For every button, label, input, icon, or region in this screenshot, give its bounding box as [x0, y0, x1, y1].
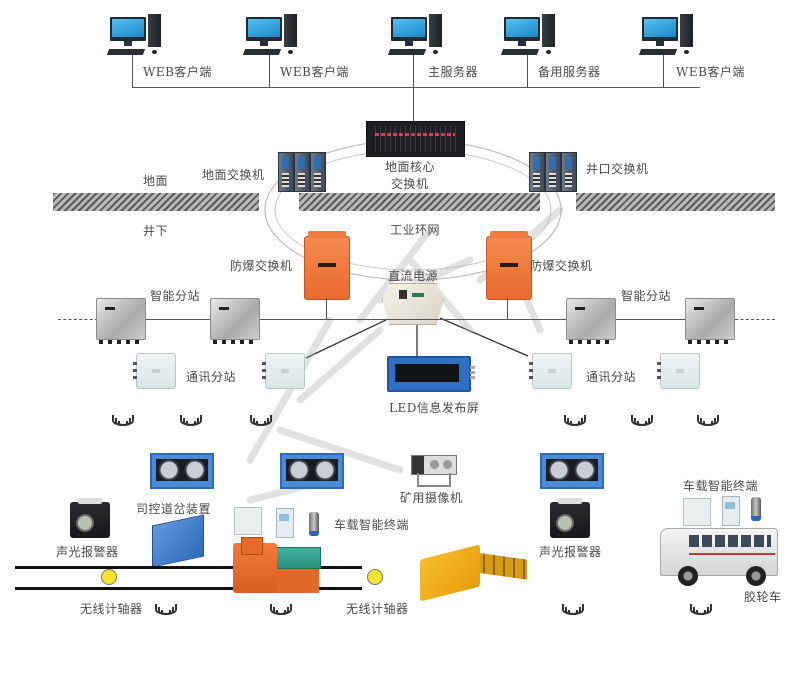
- axle-counter-left-label: 无线计轴器: [80, 602, 143, 616]
- sound-light-alarm-right: [550, 498, 590, 538]
- smart-substation: [685, 298, 735, 344]
- mine-camera: [411, 455, 457, 487]
- signal-light: [280, 453, 344, 489]
- smart-substation: [96, 298, 146, 344]
- smart-substation: [566, 298, 616, 344]
- vehicle-terminal-sensor: [309, 512, 319, 536]
- alarm-right-label: 声光报警器: [539, 545, 602, 559]
- alarm-left-label: 声光报警器: [56, 545, 119, 559]
- drop-line-3: [413, 55, 414, 121]
- comm-substation: [133, 353, 176, 389]
- shaft-switch-module: [561, 152, 577, 192]
- comm-substation: [262, 353, 305, 389]
- shaft-switch-label: 井口交换机: [586, 162, 649, 176]
- ground-core-switch: [366, 121, 465, 157]
- link-exp-left-to-backbone: [326, 298, 327, 319]
- backbone-line: [98, 319, 738, 320]
- vehicle-terminal-box: [234, 507, 262, 535]
- node-label-backup-server: 备用服务器: [538, 65, 601, 79]
- surface-switch-module: [294, 152, 310, 192]
- wireless-signal-icon: [690, 601, 712, 615]
- vehicle-terminal-left-label: 车载智能终端: [334, 518, 410, 532]
- vehicle-terminal-sensor: [751, 497, 761, 521]
- vehicle-terminal-display: [276, 508, 294, 538]
- top-bus-line: [132, 87, 700, 88]
- node-label-web-client-2: WEB客户端: [280, 65, 349, 79]
- wireless-signal-icon: [112, 412, 134, 426]
- surface-switch-module: [310, 152, 326, 192]
- drop-line-5: [663, 55, 664, 88]
- signal-light: [540, 453, 604, 489]
- wireless-signal-icon: [250, 412, 272, 426]
- explosion-proof-switch-left-label: 防爆交换机: [230, 259, 293, 273]
- backbone-dashed-right: [730, 319, 775, 320]
- link-dc-to-comm-right: [439, 317, 529, 357]
- drop-line-1: [132, 55, 133, 88]
- led-board-label: LED信息发布屏: [389, 401, 480, 415]
- explosion-proof-switch-right: [486, 231, 532, 300]
- comm-substation: [529, 353, 572, 389]
- shaft-switch-module: [529, 152, 545, 192]
- ground-label: 地面: [143, 174, 169, 188]
- comm-substation-right-label: 通讯分站: [586, 370, 637, 384]
- explosion-proof-switch-right-label: 防爆交换机: [530, 259, 593, 273]
- ground-divider-right: [576, 193, 775, 211]
- surface-switch-module: [278, 152, 294, 192]
- smart-substation-left-label: 智能分站: [150, 289, 201, 303]
- mine-camera-label: 矿用摄像机: [400, 491, 463, 505]
- wireless-signal-icon: [155, 601, 177, 615]
- led-info-board: [387, 356, 475, 392]
- switch-controller-label: 司控道岔装置: [136, 502, 212, 516]
- node-label-main-server: 主服务器: [428, 65, 479, 79]
- axle-counter-right-label: 无线计轴器: [346, 602, 409, 616]
- rubber-tire-vehicle-label: 胶轮车: [744, 590, 782, 604]
- dc-power-label: 直流电源: [388, 269, 439, 283]
- drop-line-4: [527, 55, 528, 88]
- wireless-signal-icon: [270, 601, 292, 615]
- computer-icon: [387, 14, 443, 60]
- axle-counter-right: [367, 569, 383, 585]
- sound-light-alarm-left: [70, 498, 110, 538]
- surface-switch-label: 地面交换机: [202, 168, 265, 182]
- smart-substation: [210, 298, 260, 344]
- ground-divider-middle: [299, 193, 540, 211]
- smart-substation-right-label: 智能分站: [621, 289, 672, 303]
- explosion-proof-switch-left: [304, 231, 350, 300]
- link-dc-to-comm-left: [305, 317, 391, 359]
- mining-loader: [420, 540, 530, 602]
- computer-icon: [500, 14, 556, 60]
- track-rail-bottom: [15, 587, 362, 590]
- comm-substation: [657, 353, 700, 389]
- axle-counter-left: [101, 569, 117, 585]
- switch-signal-light: [150, 453, 214, 489]
- wireless-signal-icon: [564, 412, 586, 426]
- wireless-signal-icon: [180, 412, 202, 426]
- ring-network-label: 工业环网: [390, 223, 441, 237]
- wireless-signal-icon: [631, 412, 653, 426]
- vehicle-terminal-display: [722, 496, 740, 526]
- computer-icon: [106, 14, 162, 60]
- rubber-tire-vehicle: [660, 522, 778, 592]
- switch-control-box: [152, 514, 204, 568]
- core-switch-label-1: 地面核心: [385, 160, 436, 174]
- link-exp-right-to-backbone: [507, 298, 508, 319]
- computer-icon: [242, 14, 298, 60]
- wireless-signal-icon: [562, 601, 584, 615]
- node-label-web-client-3: WEB客户端: [676, 65, 745, 79]
- comm-substation-left-label: 通讯分站: [186, 370, 237, 384]
- wireless-signal-icon: [697, 412, 719, 426]
- ground-divider-left: [53, 193, 259, 211]
- vehicle-terminal-right-label: 车载智能终端: [683, 479, 759, 493]
- node-label-web-client-1: WEB客户端: [143, 65, 212, 79]
- drop-line-2: [269, 55, 270, 88]
- track-rail-top: [15, 566, 362, 569]
- core-switch-label-2: 交换机: [391, 177, 429, 191]
- underground-label: 井下: [143, 224, 169, 238]
- shaft-switch-module: [545, 152, 561, 192]
- computer-icon: [638, 14, 694, 60]
- electric-locomotive: [233, 537, 321, 595]
- backbone-dashed-left: [58, 319, 98, 320]
- vehicle-terminal-box: [683, 498, 711, 526]
